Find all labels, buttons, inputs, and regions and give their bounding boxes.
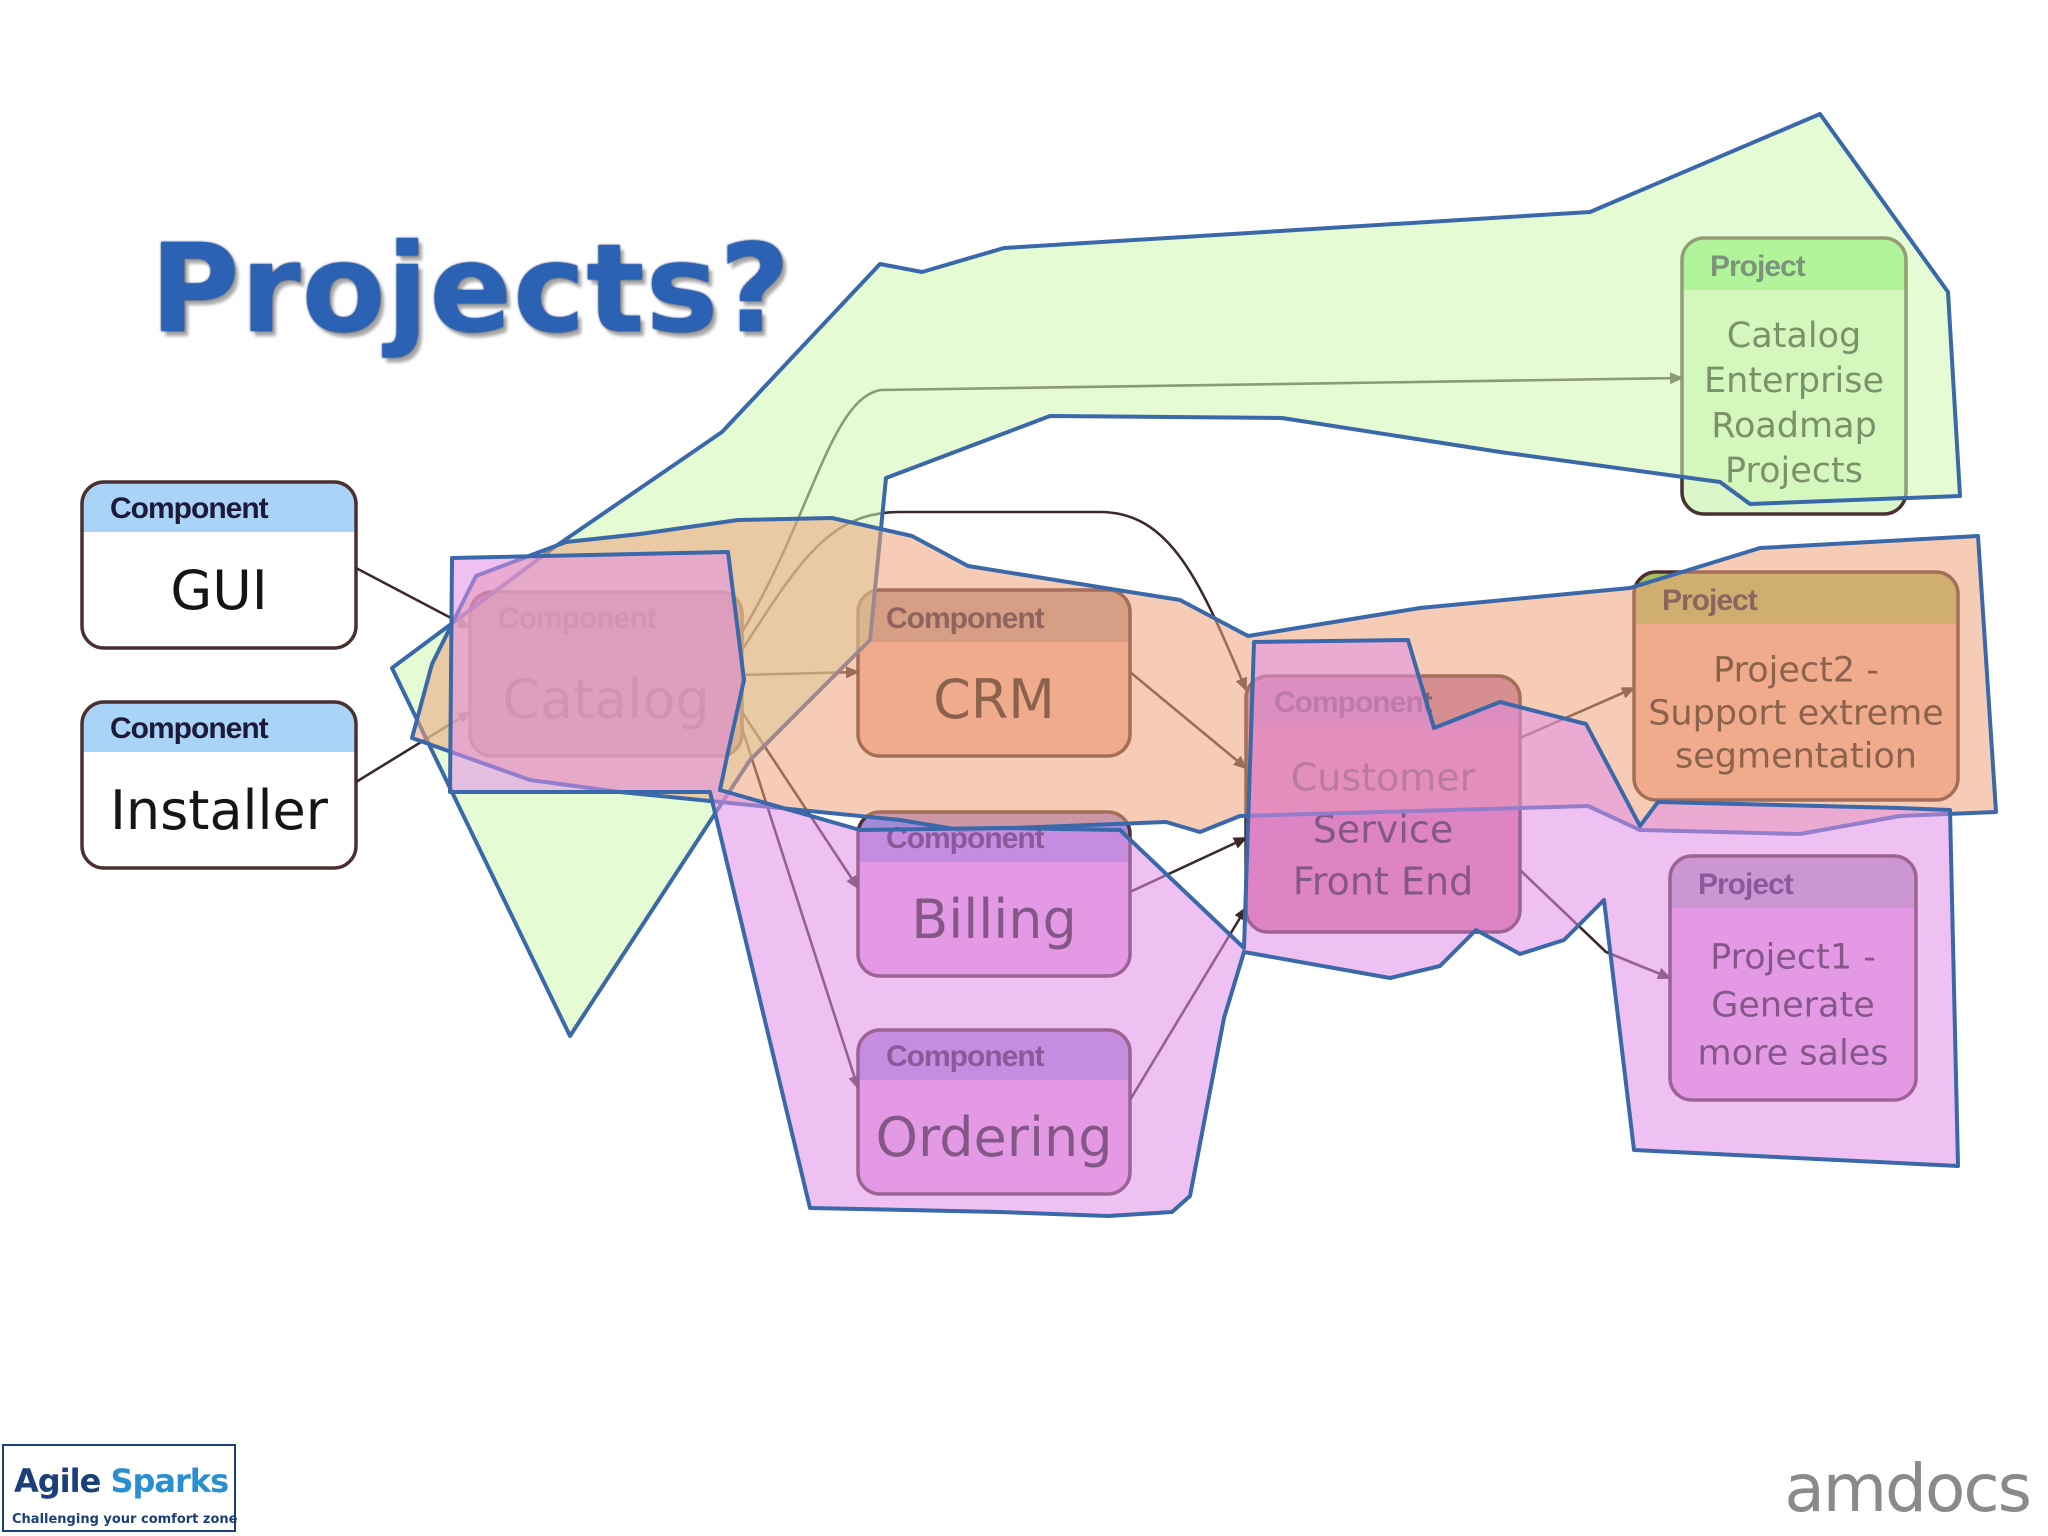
agile-sparks-brand: Agile Sparks [14, 1462, 229, 1500]
node-border [80, 700, 358, 870]
node-header: Component [110, 492, 269, 525]
agile-sparks-brand-b: Sparks [110, 1462, 229, 1500]
agile-sparks-brand-a: Agile [14, 1462, 101, 1500]
node-header: Component [110, 712, 269, 745]
node-header-band [82, 482, 356, 532]
node-border [80, 480, 358, 650]
node-label-line: GUI [170, 559, 267, 622]
node-header-band [82, 702, 356, 752]
node-label-line: Installer [110, 779, 329, 842]
agile-sparks-logo: Agile Sparks Challenging your comfort zo… [2, 1444, 238, 1532]
magenta-region [448, 550, 1960, 1218]
agile-sparks-tagline: Challenging your comfort zone [12, 1512, 238, 1527]
amdocs-logo: amdocs [1784, 1450, 2032, 1527]
page-title: Projects? [150, 218, 791, 360]
